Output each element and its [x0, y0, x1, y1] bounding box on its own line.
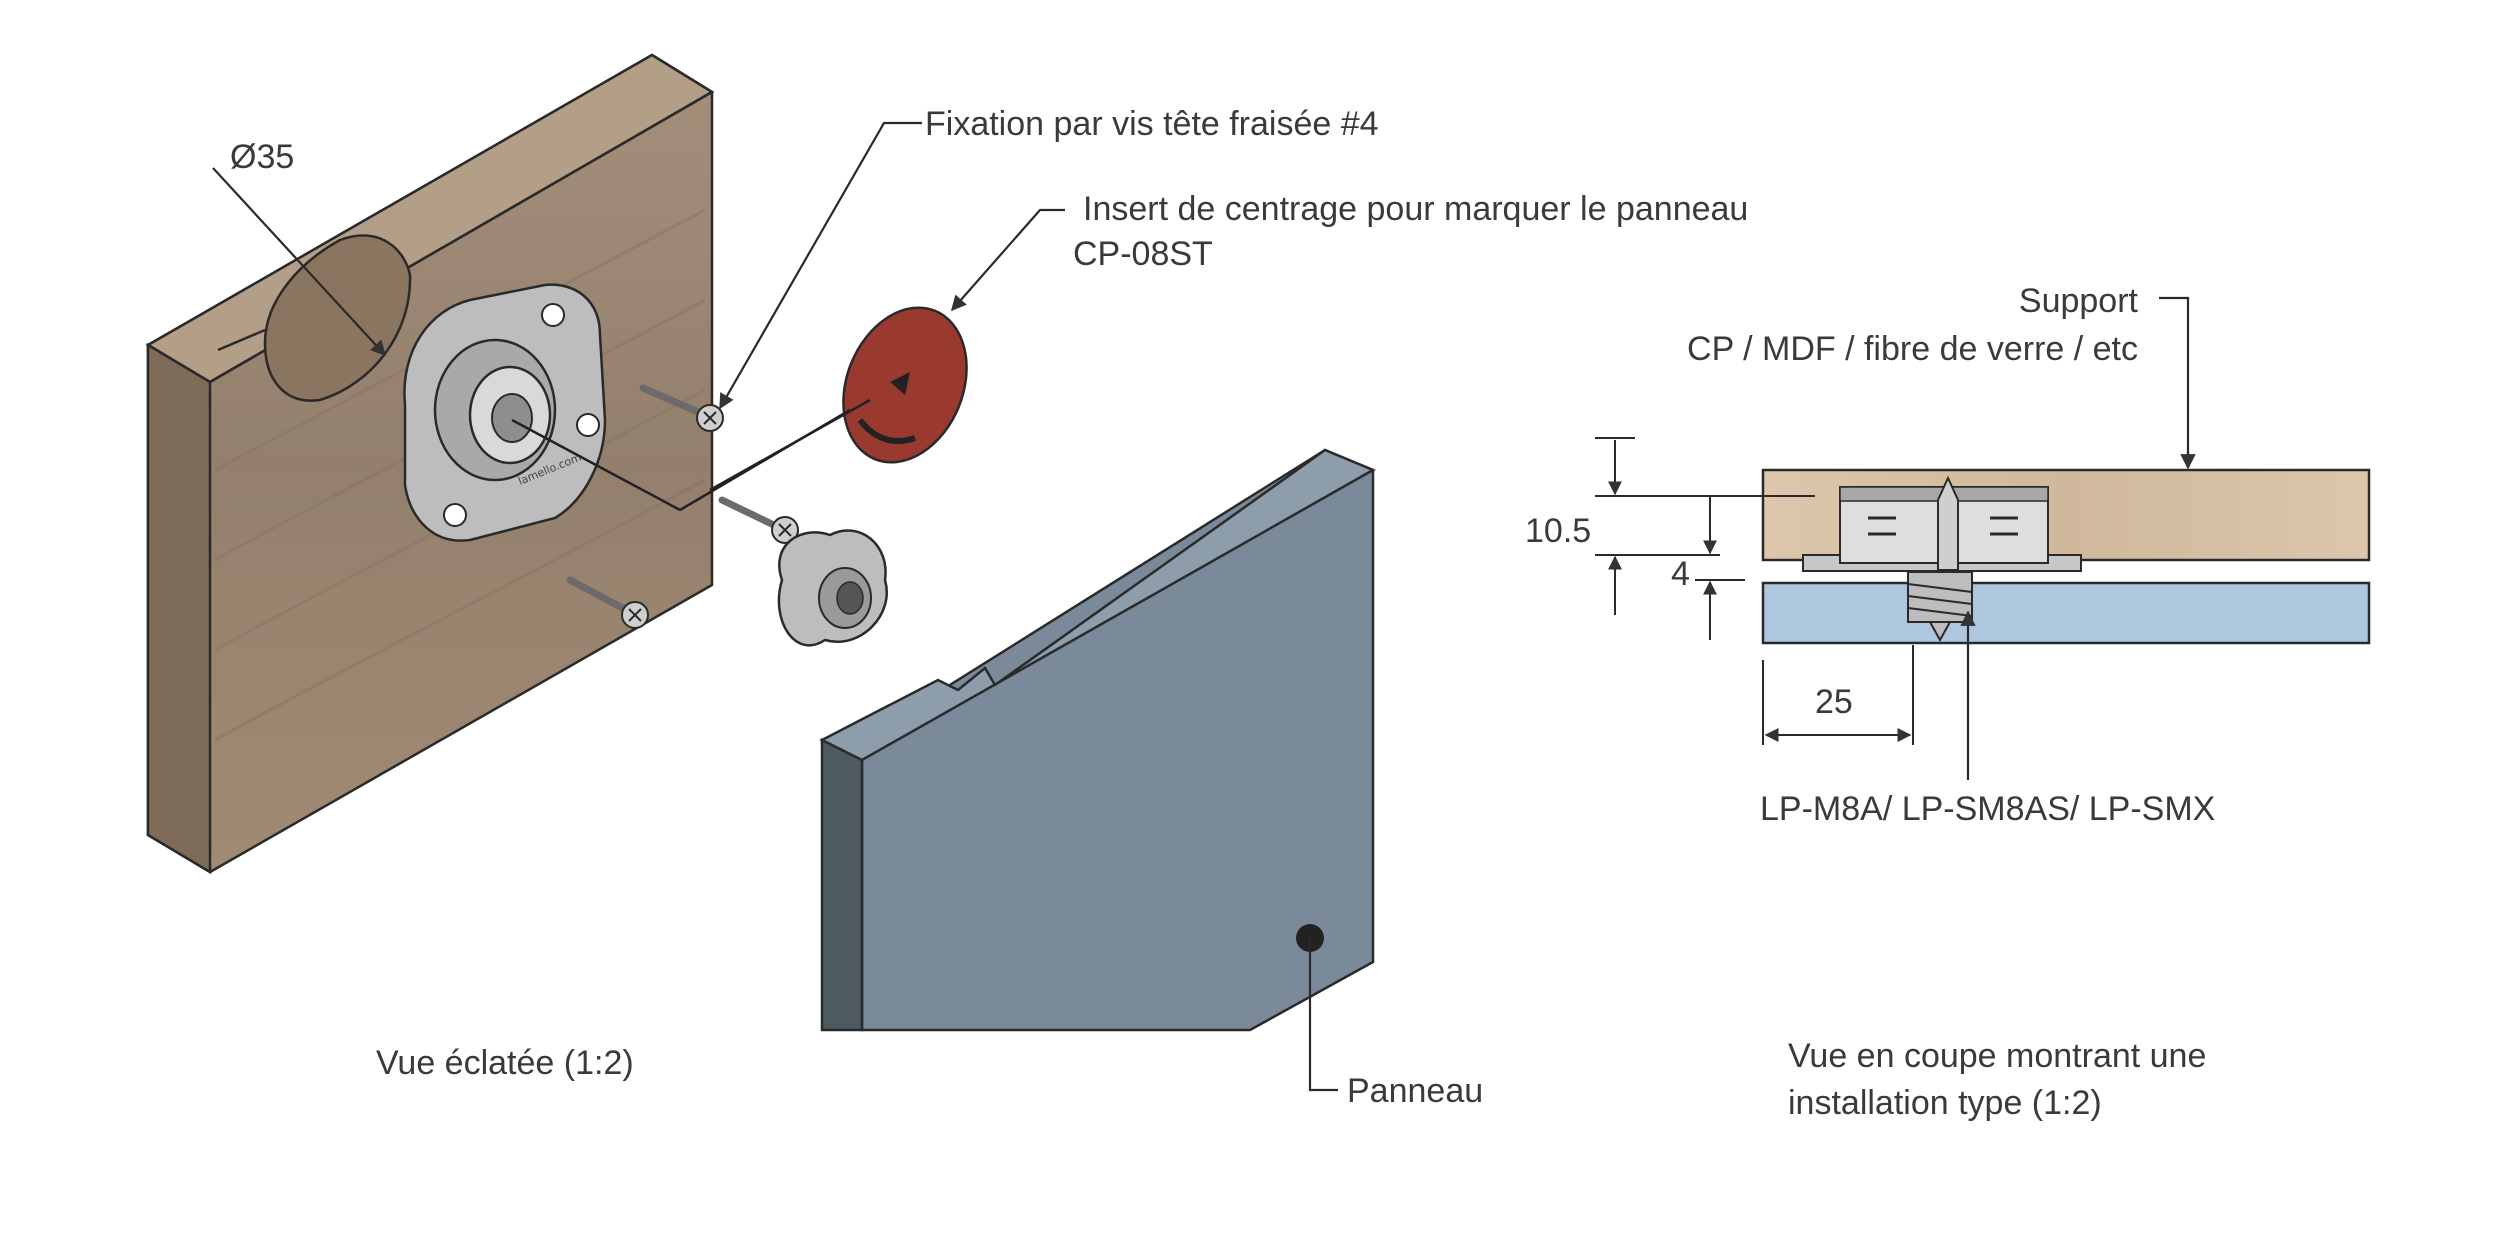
- exploded-view: lamello.com: [145, 53, 1748, 1110]
- panel-left-face: [820, 737, 864, 1032]
- section-view-caption-line2: installation type (1:2): [1788, 1084, 2102, 1122]
- exploded-view-caption: Vue éclatée (1:2): [376, 1044, 634, 1082]
- centering-insert-part-label: CP-08ST: [1073, 235, 1213, 273]
- centering-insert-label: Insert de centrage pour marquer le panne…: [1083, 190, 1748, 228]
- panel-block: [819, 448, 1376, 1032]
- centering-insert-disk: [842, 306, 968, 464]
- screw-upper: [639, 384, 724, 432]
- screw-lower: [566, 576, 649, 629]
- panel-front-face: [860, 448, 1375, 1032]
- support-material-label: CP / MDF / fibre de verre / etc: [1687, 330, 2138, 368]
- dimension-overall-label: 10.5: [1525, 512, 1591, 550]
- section-view-caption: Vue en coupe montrant une: [1788, 1037, 2206, 1075]
- section-clip: [1802, 475, 2082, 643]
- diameter-label: Ø35: [230, 138, 294, 176]
- support-label: Support: [2019, 282, 2139, 320]
- panel-top-face: [819, 448, 1376, 762]
- section-panel-layer: [1761, 581, 2371, 645]
- connector-pin: [777, 529, 888, 647]
- part-numbers-label: LP-M8A/ LP-SM8AS/ LP-SMX: [1760, 790, 2215, 828]
- dimension-offset-label: 25: [1815, 683, 1853, 721]
- dimension-gap-label: 4: [1671, 555, 1690, 593]
- panel-label: Panneau: [1347, 1072, 1483, 1110]
- screw-fixing-label: Fixation par vis tête fraisée #4: [925, 105, 1379, 143]
- hole-notch: [263, 234, 412, 402]
- section-view: Support CP / MDF / fibre de verre / etc …: [1525, 282, 2371, 1122]
- mounting-plate: lamello.com: [403, 283, 607, 542]
- wood-block-left-face: [146, 342, 212, 875]
- screw-middle: [718, 496, 799, 544]
